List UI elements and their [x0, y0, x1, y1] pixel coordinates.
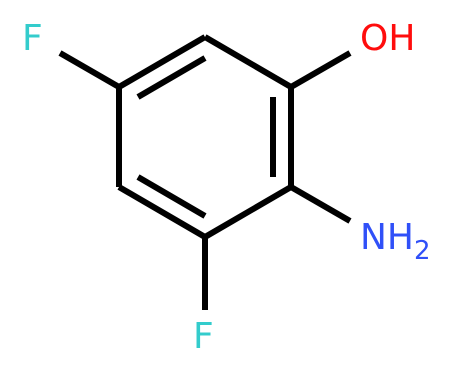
- inner-double-bond-bottom: [136, 174, 207, 219]
- amino-subscript: 2: [414, 236, 431, 266]
- atom-fluorine-top: F: [22, 18, 43, 59]
- ring-bond-c3-c4: [203, 184, 293, 240]
- ring-bond-c6-c1: [117, 34, 207, 90]
- bond-to-fluorine-top: [58, 50, 121, 90]
- bond-to-amino: [289, 184, 352, 224]
- inner-double-bond-top: [136, 55, 207, 100]
- atom-hydroxyl: OH: [360, 18, 415, 59]
- ring-bond-c1-c2: [203, 34, 293, 90]
- atom-amino: NH2: [360, 217, 431, 267]
- atom-fluorine-bottom: F: [193, 316, 214, 357]
- ring-bond-c4-c5: [117, 184, 207, 240]
- bond-to-hydroxyl: [289, 50, 352, 90]
